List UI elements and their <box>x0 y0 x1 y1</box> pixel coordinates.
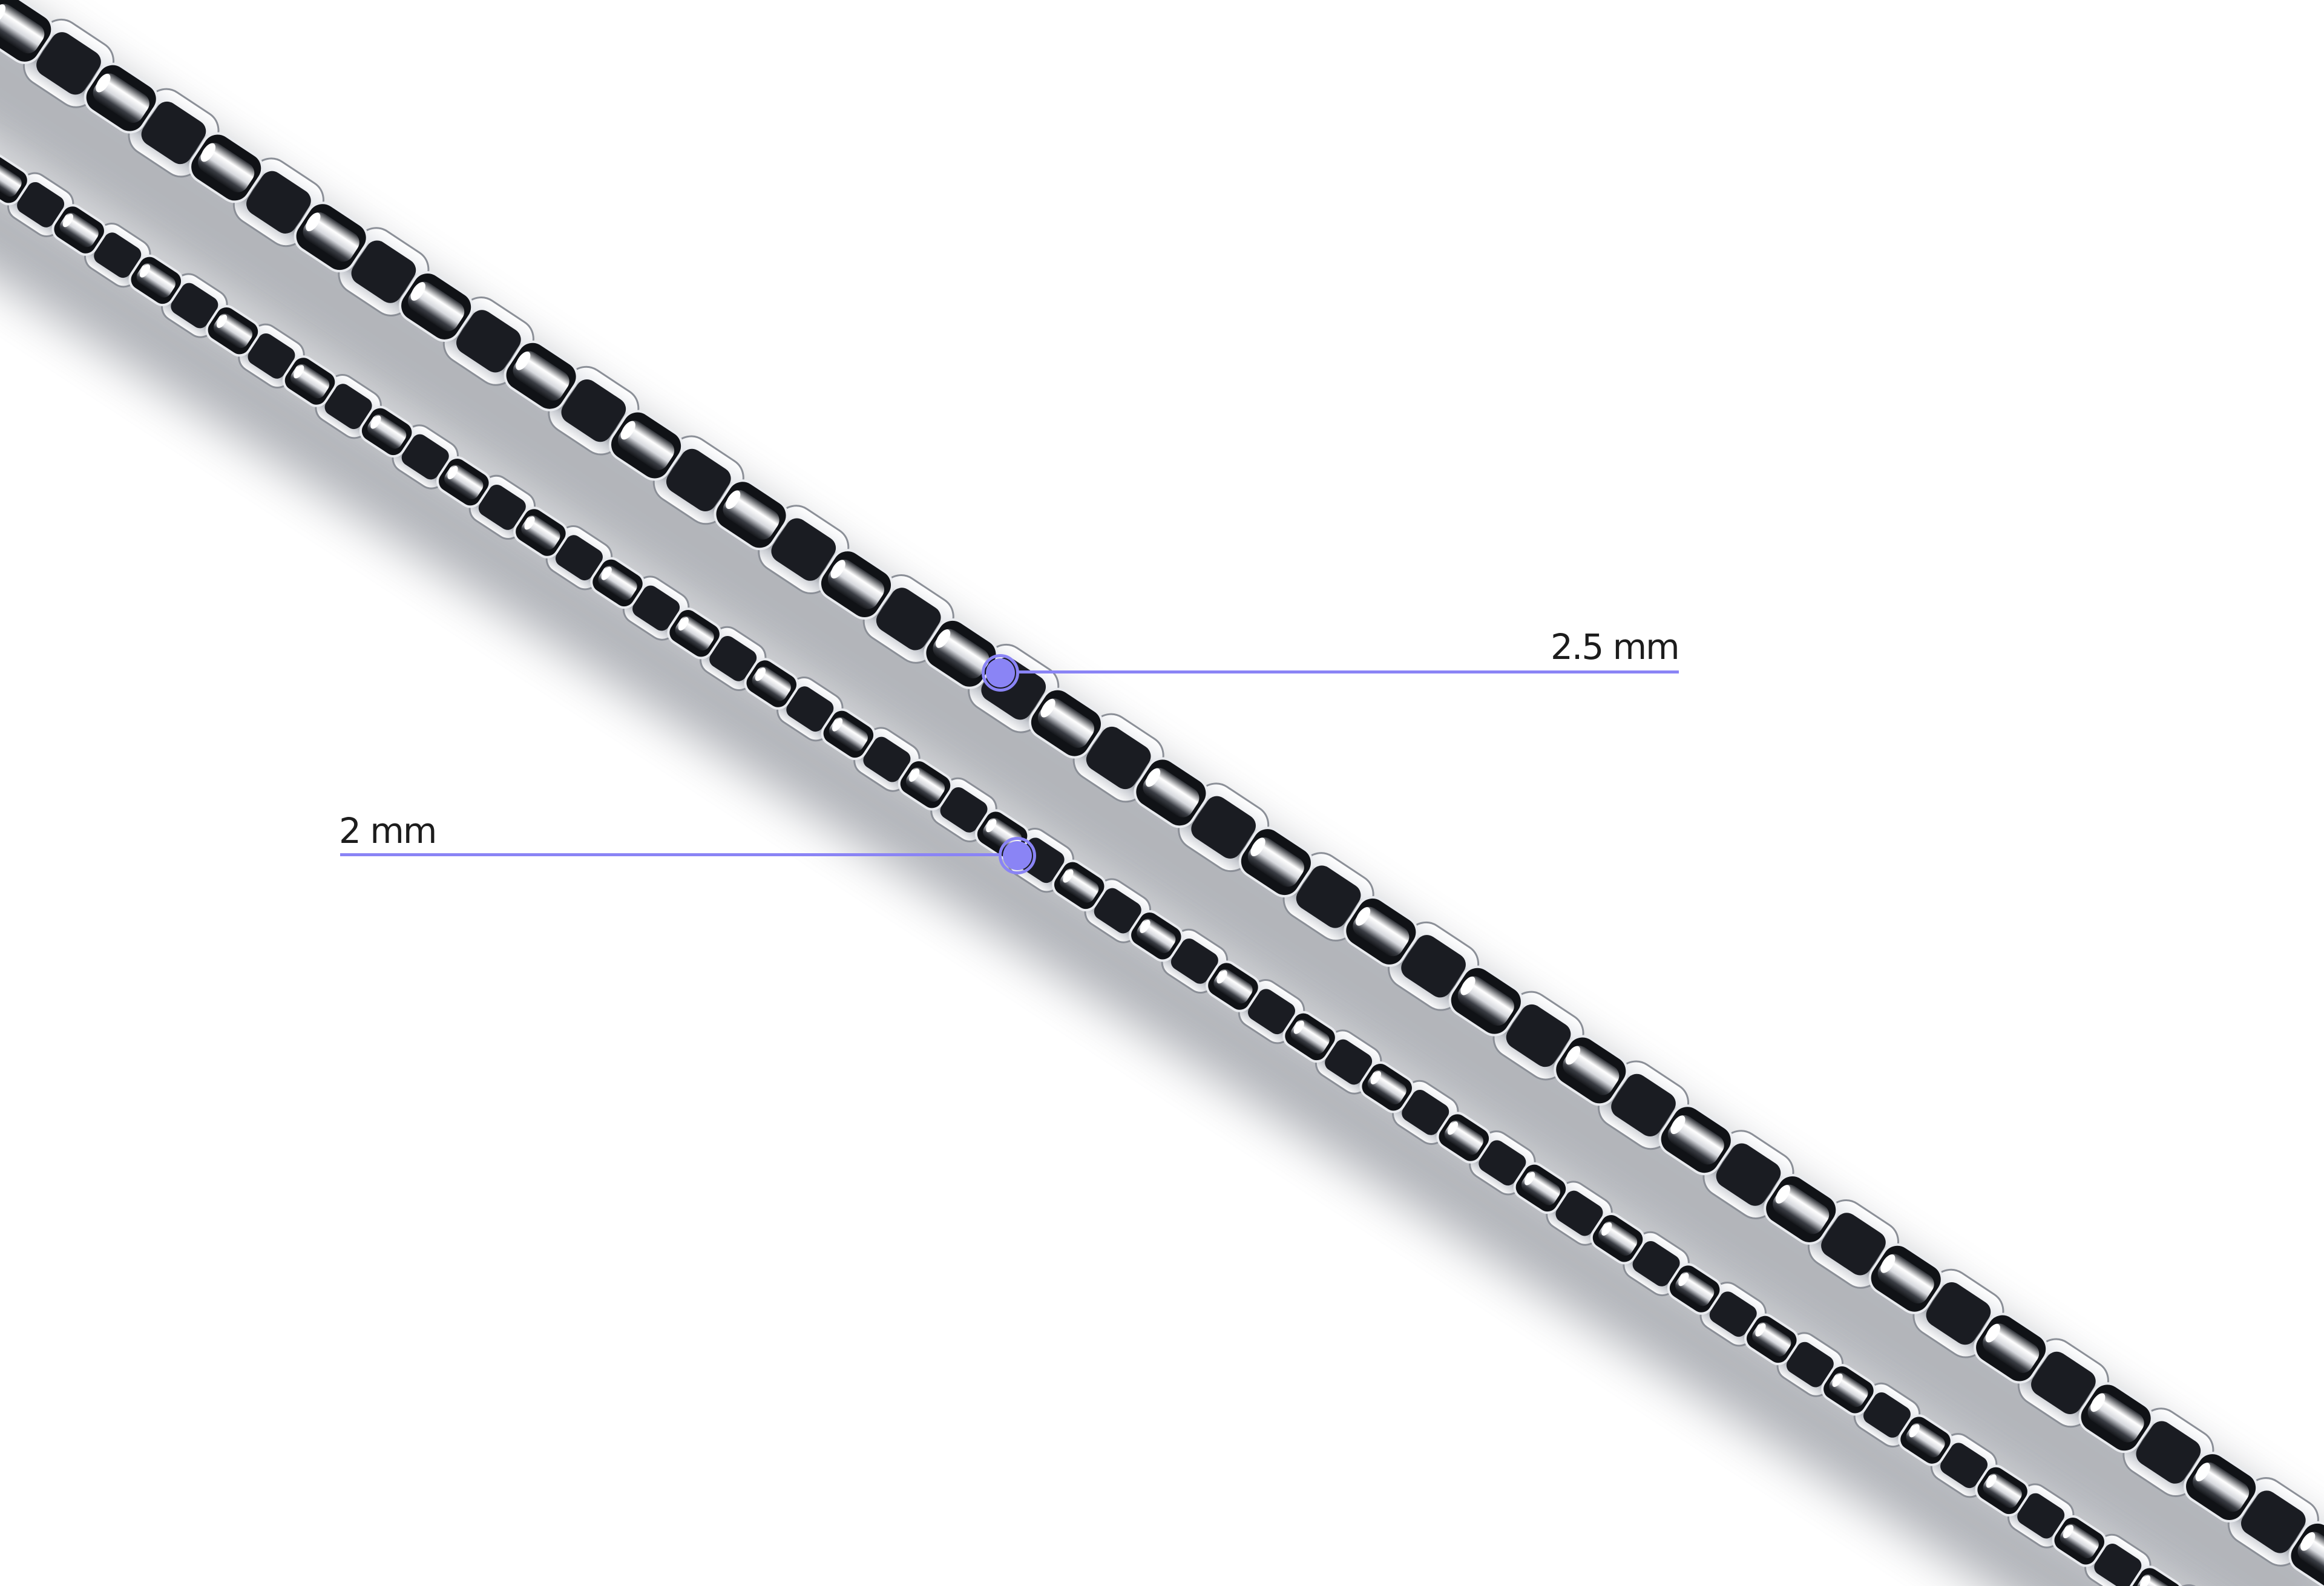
callout-line-2mm <box>340 853 1000 856</box>
callout-line-2-5mm <box>1019 670 1679 673</box>
callout-dot-2-5mm-icon <box>982 654 1019 692</box>
callout-dot-2mm-icon <box>999 837 1036 874</box>
size-label-2-5mm: 2.5 mm <box>1551 626 1680 667</box>
size-label-2mm: 2 mm <box>339 810 437 851</box>
